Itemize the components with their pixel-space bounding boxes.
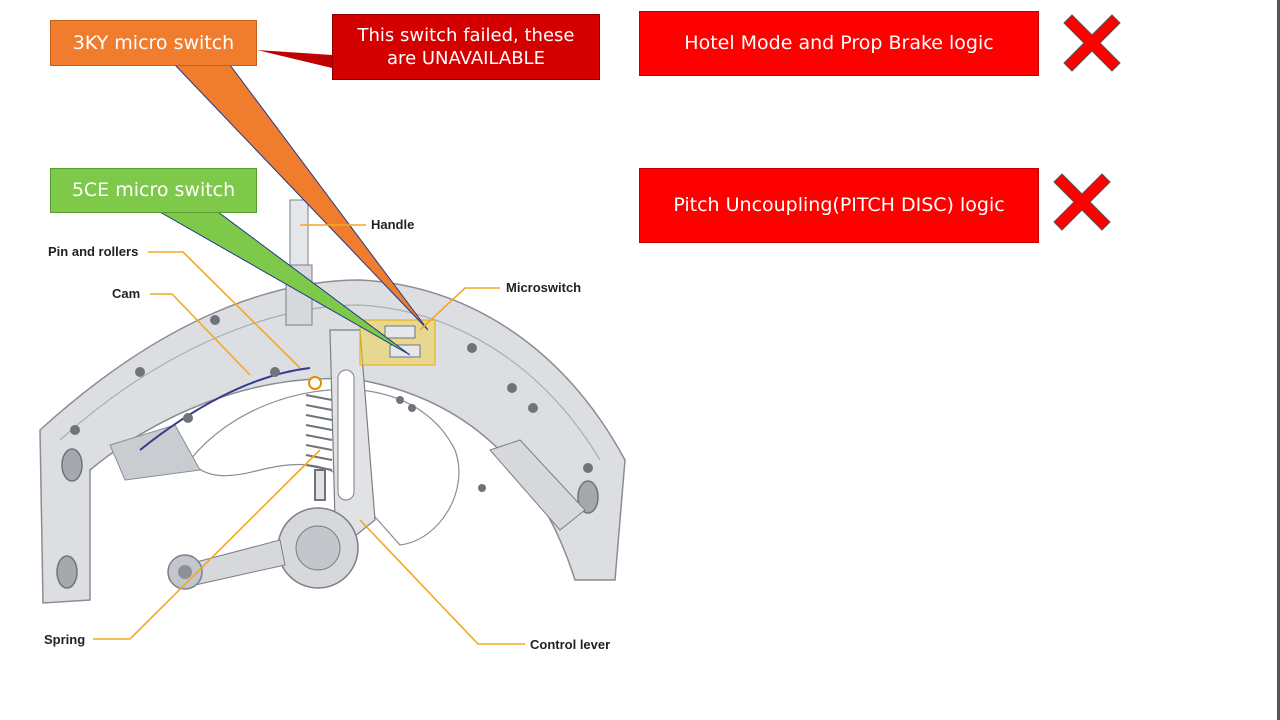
microswitch-3ky [384, 325, 416, 339]
leader-lines [93, 224, 525, 645]
pitch-uncoupling-label: Pitch Uncoupling(PITCH DISC) logic [673, 194, 1005, 217]
pointer-failed-note [257, 50, 332, 68]
callout-switch-failed: This switch failed, these are UNAVAILABL… [332, 14, 600, 80]
right-edge-border [1277, 0, 1280, 720]
unavailable-pitch-uncoupling-box: Pitch Uncoupling(PITCH DISC) logic [639, 168, 1039, 243]
mounting-holes [56, 448, 599, 589]
label-cam: Cam [112, 286, 141, 301]
central-cutout [189, 388, 460, 546]
label-pin-and-rollers: Pin and rollers [48, 244, 139, 259]
callout-3ky-micro-switch: 3KY micro switch [50, 20, 257, 66]
bolts [70, 315, 593, 492]
lower-link [109, 424, 201, 481]
red-x-icon [1063, 14, 1121, 72]
cam-track [139, 367, 311, 451]
red-x-icon [1053, 173, 1111, 231]
label-microswitch: Microswitch [506, 280, 582, 295]
label-handle: Handle [371, 217, 415, 232]
failed-note-text: This switch failed, these are UNAVAILABL… [357, 24, 575, 69]
damper [489, 439, 586, 531]
inner-arc [59, 304, 601, 461]
spring [305, 394, 333, 501]
quadrant-body [39, 279, 626, 604]
unavailable-hotel-mode-box: Hotel Mode and Prop Brake logic [639, 11, 1039, 76]
lever-slot [337, 369, 355, 501]
label-spring: Spring [44, 632, 86, 647]
callout-5ce-label: 5CE micro switch [71, 179, 236, 202]
callout-5ce-micro-switch: 5CE micro switch [50, 168, 257, 213]
label-control-lever: Control lever [530, 637, 611, 652]
callout-3ky-label: 3KY micro switch [72, 31, 235, 54]
hotel-mode-label: Hotel Mode and Prop Brake logic [684, 32, 994, 55]
